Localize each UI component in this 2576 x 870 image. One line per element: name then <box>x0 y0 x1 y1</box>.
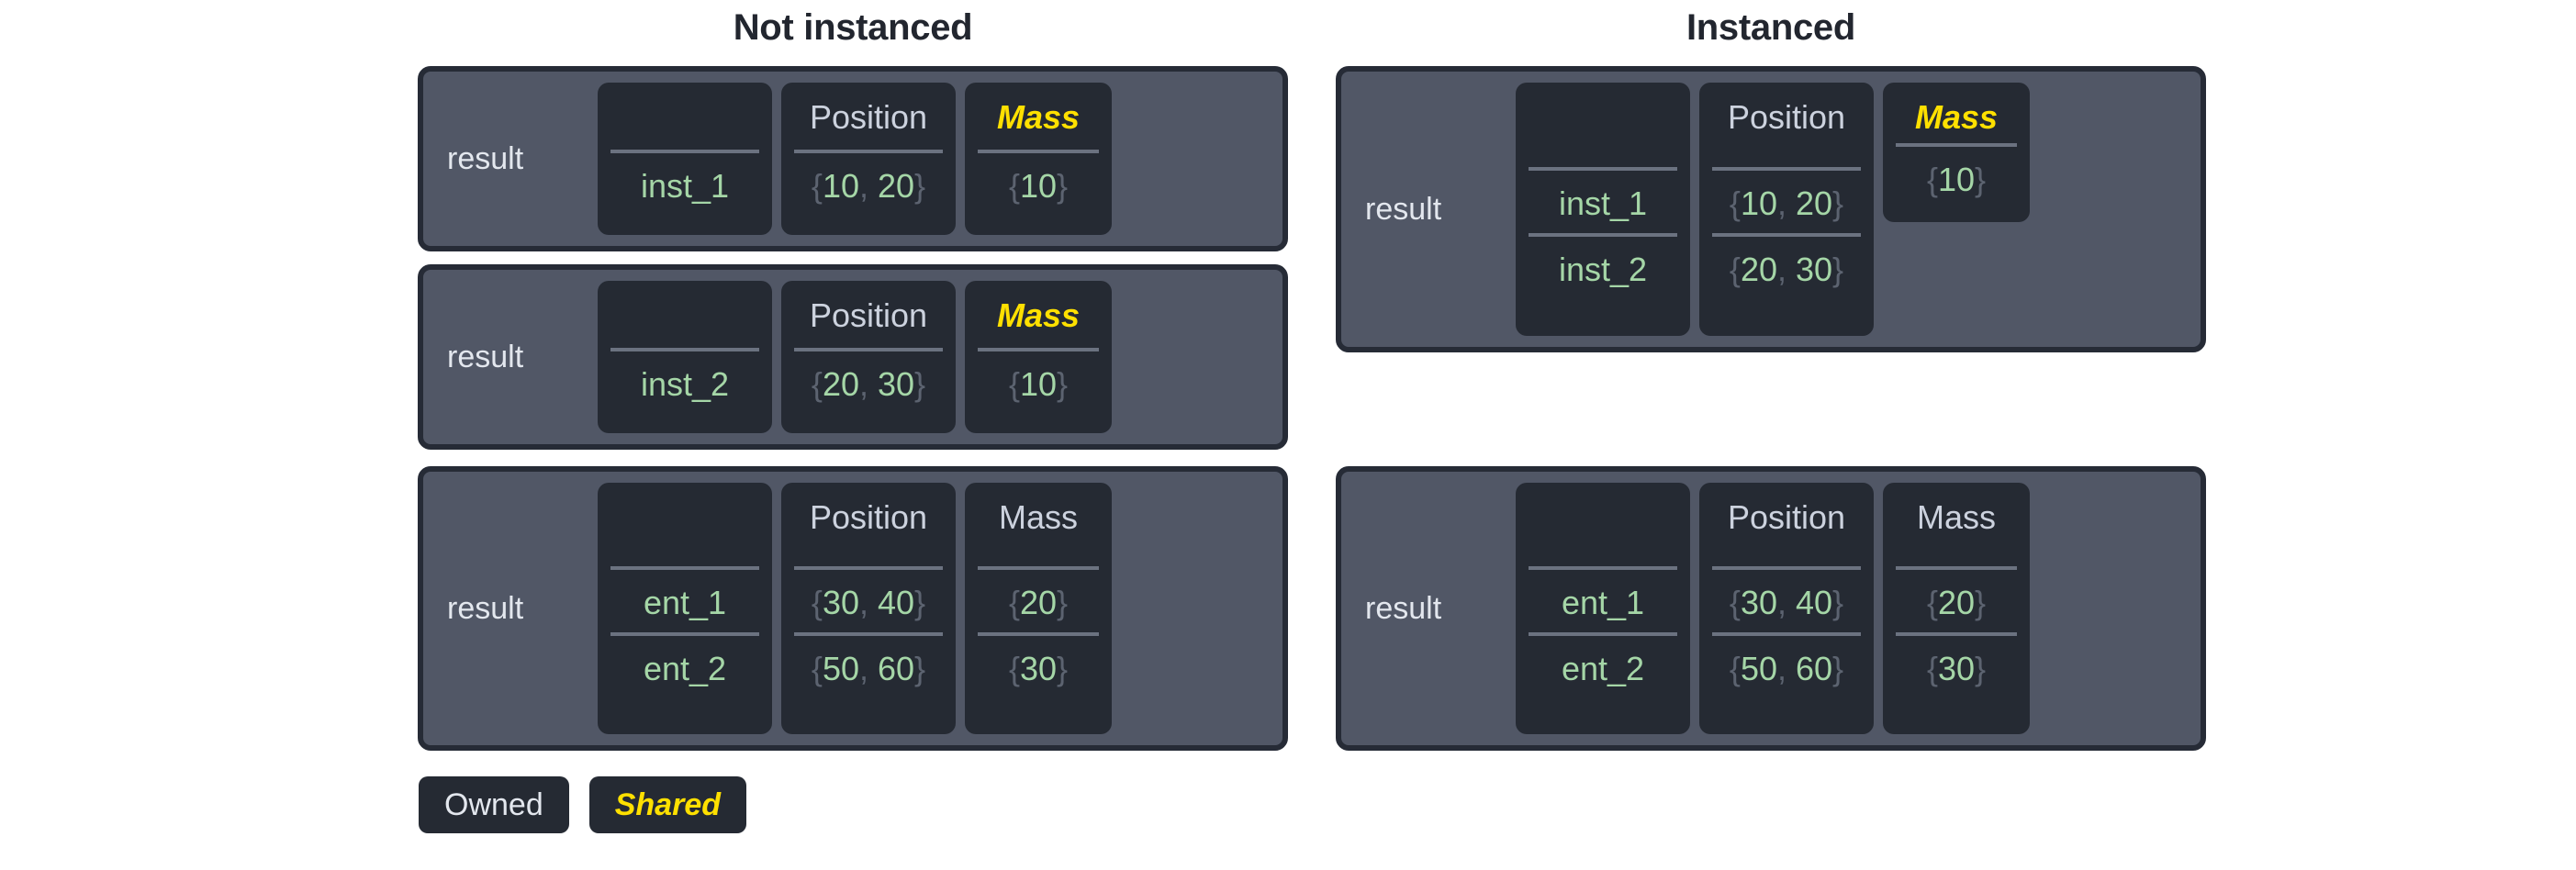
column-rows: ent_1 ent_2 <box>1529 543 1677 721</box>
column-header-name <box>610 290 759 341</box>
table-row: {10, 20} <box>1712 167 1861 233</box>
table-row: ent_1 <box>1529 566 1677 632</box>
table-block-instanced-1: result inst_1 inst_2 Position {10, 20} {… <box>1336 66 2206 352</box>
column-header-name <box>1529 492 1677 543</box>
table-row: ent_2 <box>1529 632 1677 698</box>
owner-label: result <box>1365 191 1442 227</box>
column-header-position: Position <box>809 296 928 334</box>
column-header-name <box>1529 92 1677 143</box>
table-block-not-instanced-3: result ent_1 ent_2 Position {30, 40} {50… <box>418 466 1288 751</box>
column-rows: {10} <box>978 143 1099 222</box>
table-row: {20} <box>1896 566 2017 632</box>
column-card-name: inst_2 <box>598 281 772 433</box>
table-row: inst_2 <box>1529 233 1677 299</box>
column-header-mass: Mass <box>998 498 1078 536</box>
column-rows: {30, 40} {50, 60} <box>1712 543 1861 721</box>
column-card-name: ent_1 ent_2 <box>598 483 772 734</box>
column-rows: {10} <box>1896 143 2017 209</box>
column-header-position: Position <box>809 498 928 536</box>
column-rows: inst_1 inst_2 <box>1529 143 1677 323</box>
table-row: {20, 30} <box>1712 233 1861 299</box>
table-row: {30} <box>978 632 1099 698</box>
table-row: ent_2 <box>610 632 759 698</box>
legend-chip-owned: Owned <box>419 776 569 833</box>
column-group: ent_1 ent_2 Position {30, 40} {50, 60} M… <box>1516 483 2190 734</box>
owner-label: result <box>447 339 524 374</box>
heading-instanced: Instanced <box>1686 7 1856 48</box>
column-group: inst_2 Position {20, 30} Mass {10} <box>598 281 1271 433</box>
owner-label: result <box>1365 590 1442 626</box>
column-rows: {20, 30} <box>794 341 943 420</box>
column-header-name <box>610 92 759 143</box>
table-row: ent_1 <box>610 566 759 632</box>
column-rows: inst_1 <box>610 143 759 222</box>
column-header-mass: Mass <box>1914 98 1999 136</box>
table-row: {30, 40} <box>1712 566 1861 632</box>
table-row: {10} <box>1896 143 2017 209</box>
legend: Owned Shared <box>419 776 746 833</box>
column-header-position: Position <box>1727 98 1846 136</box>
table-row: {10} <box>978 150 1099 216</box>
column-rows: {20} {30} <box>1896 543 2017 721</box>
column-rows: {10, 20} {20, 30} <box>1712 143 1861 323</box>
table-row: inst_2 <box>610 348 759 414</box>
column-group: inst_1 Position {10, 20} Mass {10} <box>598 83 1271 235</box>
column-header-position: Position <box>1727 498 1846 536</box>
column-card-position: Position {30, 40} {50, 60} <box>1699 483 1874 734</box>
column-card-name: ent_1 ent_2 <box>1516 483 1690 734</box>
owner-label: result <box>447 140 524 176</box>
column-card-mass: Mass {10} <box>965 281 1112 433</box>
column-rows: {30, 40} {50, 60} <box>794 543 943 721</box>
column-rows: {10, 20} <box>794 143 943 222</box>
table-row: {50, 60} <box>794 632 943 698</box>
column-header-position: Position <box>809 98 928 136</box>
column-rows: {10} <box>978 341 1099 420</box>
column-card-mass: Mass {20} {30} <box>965 483 1112 734</box>
legend-chip-shared: Shared <box>588 776 746 833</box>
column-card-position: Position {10, 20} {20, 30} <box>1699 83 1874 336</box>
table-row: inst_1 <box>1529 167 1677 233</box>
table-row: {30} <box>1896 632 2017 698</box>
column-group: ent_1 ent_2 Position {30, 40} {50, 60} M… <box>598 483 1271 734</box>
table-row: {10, 20} <box>794 150 943 216</box>
column-card-mass: Mass {20} {30} <box>1883 483 2030 734</box>
table-block-not-instanced-1: result inst_1 Position {10, 20} Mass {10… <box>418 66 1288 251</box>
column-rows: {20} {30} <box>978 543 1099 721</box>
column-group: inst_1 inst_2 Position {10, 20} {20, 30}… <box>1516 83 2190 336</box>
column-card-name: inst_1 <box>598 83 772 235</box>
table-block-instanced-2: result ent_1 ent_2 Position {30, 40} {50… <box>1336 466 2206 751</box>
column-rows: inst_2 <box>610 341 759 420</box>
column-card-position: Position {20, 30} <box>781 281 956 433</box>
column-header-name <box>610 492 759 543</box>
table-row: {20} <box>978 566 1099 632</box>
column-card-position: Position {10, 20} <box>781 83 956 235</box>
table-row: {10} <box>978 348 1099 414</box>
column-header-mass: Mass <box>996 98 1081 136</box>
column-header-mass: Mass <box>996 296 1081 334</box>
column-card-position: Position {30, 40} {50, 60} <box>781 483 956 734</box>
table-row: {50, 60} <box>1712 632 1861 698</box>
owner-label: result <box>447 590 524 626</box>
column-header-mass: Mass <box>1916 498 1996 536</box>
table-row: inst_1 <box>610 150 759 216</box>
column-card-mass: Mass {10} <box>965 83 1112 235</box>
table-block-not-instanced-2: result inst_2 Position {20, 30} Mass {10… <box>418 264 1288 450</box>
column-card-name: inst_1 inst_2 <box>1516 83 1690 336</box>
heading-not-instanced: Not instanced <box>733 7 973 48</box>
column-rows: ent_1 ent_2 <box>610 543 759 721</box>
table-row: {30, 40} <box>794 566 943 632</box>
column-card-mass-shared: Mass {10} <box>1883 83 2030 222</box>
table-row: {20, 30} <box>794 348 943 414</box>
